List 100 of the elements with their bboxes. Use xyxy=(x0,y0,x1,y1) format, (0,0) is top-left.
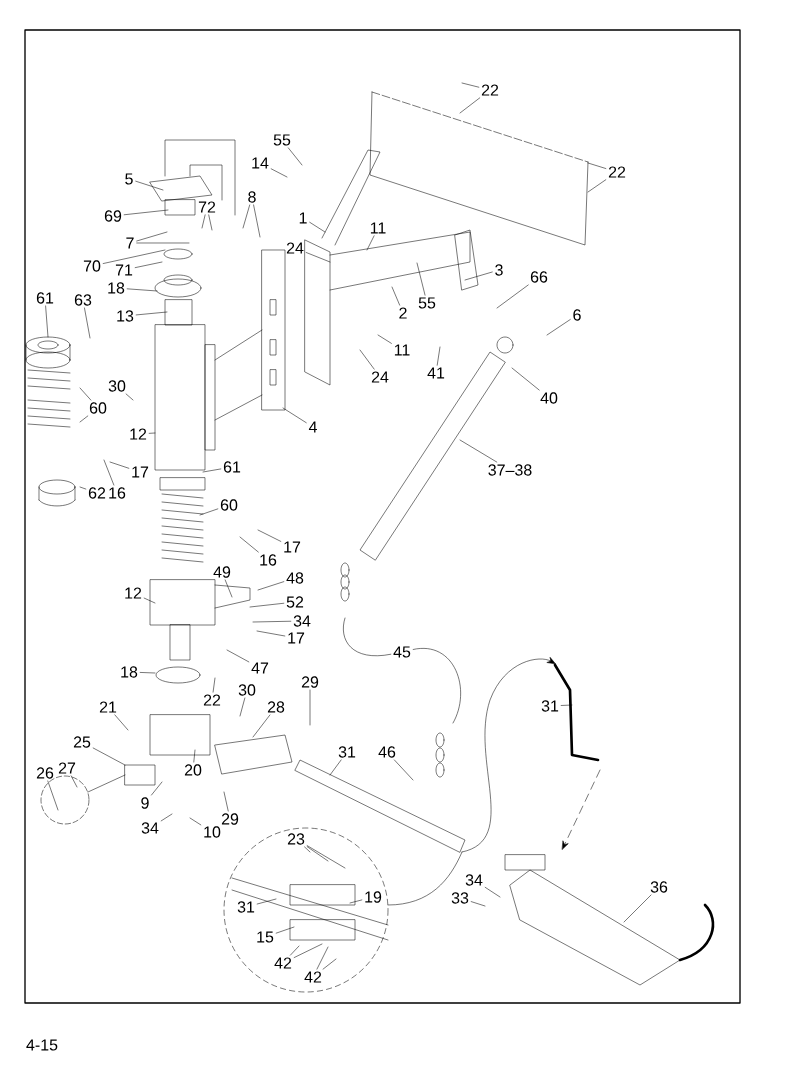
callout-number: 42 xyxy=(274,957,292,969)
leader-line xyxy=(282,407,307,423)
leader-line xyxy=(189,817,202,826)
callout-number: 2 xyxy=(399,307,407,319)
callout-number: 25 xyxy=(73,736,91,748)
leader-line xyxy=(587,162,607,169)
leader-line xyxy=(239,536,259,553)
leader-line xyxy=(125,393,134,401)
callout-number: 22 xyxy=(608,166,626,178)
page-number: 4-15 xyxy=(26,1039,58,1051)
callout-number: 48 xyxy=(286,572,304,584)
leader-line xyxy=(316,946,329,970)
callout-number: 34 xyxy=(141,822,159,834)
leader-line xyxy=(496,284,529,309)
callout-number: 10 xyxy=(204,826,221,838)
leader-line xyxy=(239,697,246,717)
leader-line xyxy=(436,346,441,366)
callout-number: 9 xyxy=(141,797,149,809)
leader-line xyxy=(343,617,392,657)
callout-number: 24 xyxy=(371,371,389,383)
leader-line xyxy=(79,387,92,401)
leader-line xyxy=(136,242,190,244)
callout-number: 12 xyxy=(125,587,142,599)
leader-line xyxy=(587,179,607,193)
callout-number: 31 xyxy=(237,901,255,913)
callout-number: 55 xyxy=(418,297,436,309)
leader-line xyxy=(139,672,156,674)
leader-line xyxy=(92,747,126,766)
callout-number: 14 xyxy=(252,157,269,169)
callout-number: 31 xyxy=(541,700,559,712)
leader-line xyxy=(79,486,87,490)
callout-number: 36 xyxy=(650,881,668,893)
leader-line xyxy=(47,780,59,811)
leader-line xyxy=(461,82,480,88)
leader-line xyxy=(193,749,196,763)
callout-number: 8 xyxy=(248,191,256,203)
callout-number: 70 xyxy=(83,260,101,272)
leader-line xyxy=(366,235,375,251)
leader-line xyxy=(309,222,326,233)
callout-number: 7 xyxy=(126,237,134,249)
callout-number: 47 xyxy=(251,662,269,674)
callout-number: 45 xyxy=(393,646,411,658)
leader-line xyxy=(464,271,493,281)
leader-line xyxy=(134,261,163,268)
leader-line xyxy=(256,898,277,905)
callout-number: 46 xyxy=(378,746,396,758)
callout-number: 17 xyxy=(132,466,149,478)
callout-number: 60 xyxy=(220,499,238,511)
callout-number: 72 xyxy=(198,201,216,213)
callout-number: 24 xyxy=(286,242,304,254)
leader-line xyxy=(329,759,342,776)
callout-number: 34 xyxy=(465,874,483,886)
leader-line xyxy=(84,307,91,339)
callout-number: 55 xyxy=(273,134,291,146)
callout-number: 40 xyxy=(540,392,558,404)
leader-line xyxy=(459,439,498,463)
leader-line xyxy=(391,286,400,306)
leader-line xyxy=(208,214,213,231)
leader-line xyxy=(290,945,300,956)
callout-number: 6 xyxy=(573,309,581,321)
leader-line xyxy=(359,349,375,370)
callout-number: 29 xyxy=(221,813,239,825)
callout-number: 29 xyxy=(301,676,319,688)
callout-number: 52 xyxy=(286,596,304,608)
callout-number: 5 xyxy=(125,173,133,185)
leader-line xyxy=(349,899,363,904)
callout-number: 3 xyxy=(495,264,503,276)
leader-line xyxy=(306,845,346,869)
callout-number: 13 xyxy=(117,310,134,322)
leader-line xyxy=(223,791,229,812)
leader-line xyxy=(546,319,571,336)
callout-number: 21 xyxy=(99,701,117,713)
leader-line xyxy=(511,367,540,391)
leader-line xyxy=(257,529,282,542)
leader-line xyxy=(484,887,501,898)
callout-number: 19 xyxy=(365,891,382,903)
callout-number: 17 xyxy=(288,632,305,644)
callout-number: 61 xyxy=(223,461,241,473)
callout-number: 22 xyxy=(203,694,221,706)
callout-number: 30 xyxy=(108,380,126,392)
callout-number: 26 xyxy=(36,767,54,779)
callout-number: 11 xyxy=(370,222,386,234)
leader-line xyxy=(275,926,295,934)
callout-number: 20 xyxy=(184,764,202,776)
leader-line xyxy=(123,209,169,216)
callout-number: 1 xyxy=(299,212,307,224)
leader-line xyxy=(224,579,233,598)
leader-line xyxy=(126,288,158,292)
leader-line xyxy=(394,759,414,781)
leader-line xyxy=(135,180,164,191)
leader-line xyxy=(135,311,168,316)
callout-number: 69 xyxy=(104,210,122,222)
callout-number: 37–38 xyxy=(488,464,532,476)
callout-number: 27 xyxy=(58,762,76,774)
leader-line xyxy=(293,943,323,958)
callout-number: 18 xyxy=(108,282,125,294)
leader-line xyxy=(151,781,163,796)
leader-line xyxy=(416,262,426,296)
leader-line xyxy=(257,581,285,591)
callout-number: 31 xyxy=(338,746,356,758)
